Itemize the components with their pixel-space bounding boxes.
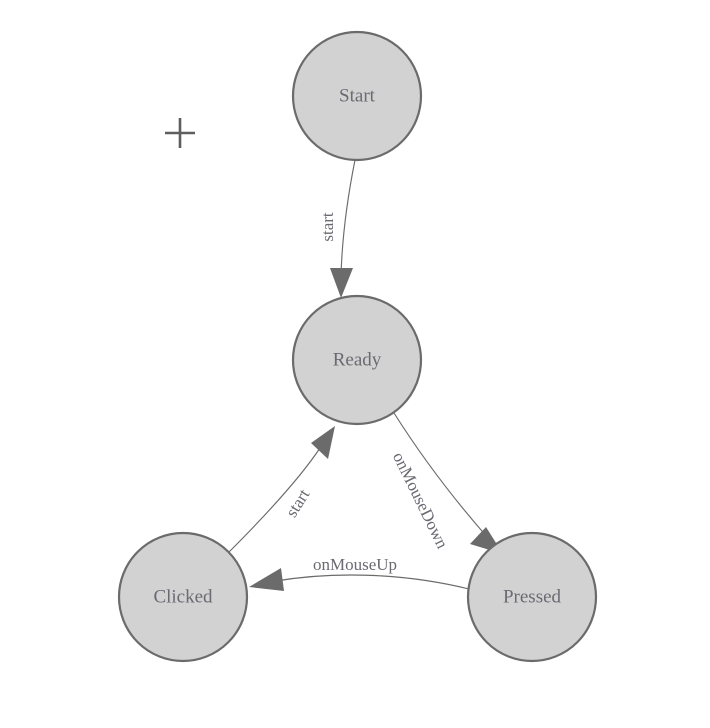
- edge-path-clicked-to-ready: [228, 447, 321, 553]
- edge-arrowhead-pressed-to-clicked: [249, 568, 284, 591]
- plus-marker-icon[interactable]: [165, 118, 195, 148]
- node-pressed-circle[interactable]: [466, 531, 598, 663]
- edge-arrowhead-clicked-to-ready: [311, 426, 335, 459]
- node-clicked-circle[interactable]: [117, 531, 249, 663]
- node-start[interactable]: Start: [291, 30, 423, 162]
- edge-ready-to-pressed[interactable]: onMouseDown: [389, 412, 503, 554]
- edge-label-start-to-ready: start: [318, 212, 337, 242]
- edge-label-ready-to-pressed: onMouseDown: [389, 449, 452, 552]
- edge-label-pressed-to-clicked: onMouseUp: [313, 555, 397, 574]
- edge-path-pressed-to-clicked: [275, 574, 470, 590]
- edge-path-ready-to-pressed: [393, 412, 489, 539]
- node-pressed[interactable]: Pressed: [466, 531, 598, 663]
- node-start-circle[interactable]: [291, 30, 423, 162]
- edge-start-to-ready[interactable]: start: [318, 159, 356, 298]
- node-ready-circle[interactable]: [291, 294, 423, 426]
- node-clicked[interactable]: Clicked: [117, 531, 249, 663]
- edge-clicked-to-ready[interactable]: start: [228, 426, 335, 553]
- edge-pressed-to-clicked[interactable]: onMouseUp: [249, 555, 470, 591]
- edge-arrowhead-start-to-ready: [330, 268, 353, 298]
- edge-path-start-to-ready: [340, 159, 356, 277]
- node-ready[interactable]: Ready: [291, 294, 423, 426]
